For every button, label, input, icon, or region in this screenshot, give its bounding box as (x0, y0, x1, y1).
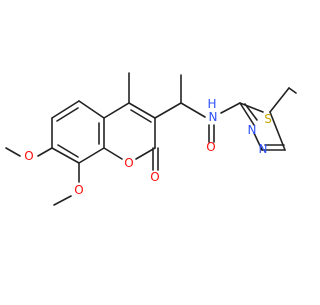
bond (103, 102, 130, 119)
atom-label-oxygen: O (206, 140, 215, 154)
bond (135, 147, 156, 160)
atom-label-sulfur: S (264, 112, 272, 126)
atom-label-oxygen: O (74, 183, 83, 197)
structure-diagram: O O O O O N H S N N (5, 72, 297, 206)
bond (154, 102, 182, 119)
atom-label-nitrogen: N (248, 123, 257, 137)
bond (239, 102, 255, 126)
bond (78, 147, 105, 164)
bond (239, 102, 264, 113)
bond (5, 147, 21, 157)
atom-label-oxygen: O (24, 149, 33, 163)
bond (269, 111, 286, 151)
atom-label-oxygen: O (124, 156, 133, 170)
bond (269, 87, 290, 113)
bond (220, 102, 241, 114)
bond (103, 147, 123, 160)
bond (244, 103, 258, 121)
bond (57, 144, 79, 158)
atom-label-nitrogen: N (259, 142, 268, 156)
bond (128, 102, 156, 119)
bond (78, 100, 105, 119)
bond (37, 147, 53, 157)
bond (53, 195, 72, 206)
atom-labels: O O O O O N H S N N (24, 97, 272, 197)
atom-label-hydrogen: H (207, 97, 216, 111)
bond (288, 87, 297, 94)
molecule-canvas: O O O O O N H S N N (5, 72, 297, 206)
bonds (5, 72, 297, 206)
bond (130, 109, 152, 123)
bond (51, 100, 80, 119)
bond (56, 107, 79, 122)
bond (180, 102, 206, 118)
bond (253, 132, 263, 151)
atom-label-oxygen: O (150, 170, 159, 184)
atom-label-nitrogen: N (209, 110, 218, 124)
bond (51, 147, 80, 164)
